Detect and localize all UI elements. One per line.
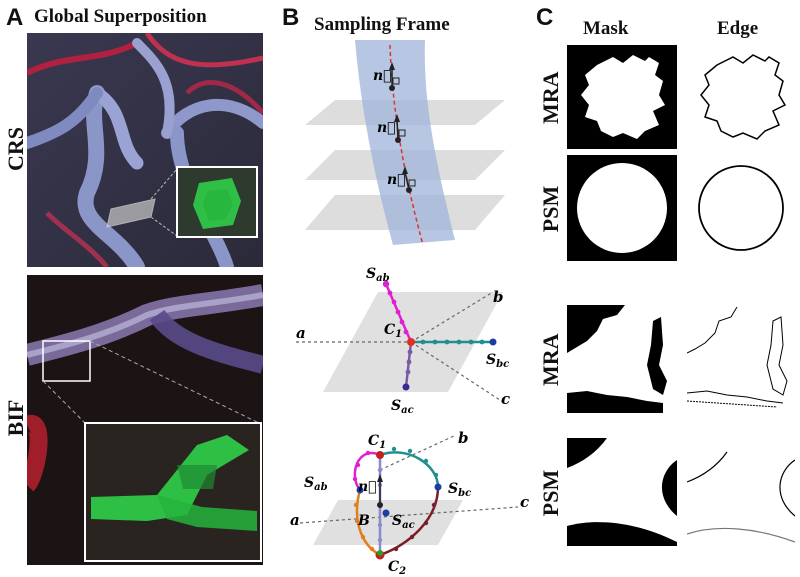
label-c2-sub-bottom: 2	[398, 566, 406, 575]
crs-psm-mask-image	[567, 155, 677, 261]
panel-a-letter: A	[6, 4, 24, 31]
panel-a-row-label-bif: BIF	[3, 399, 28, 437]
bif-psm-mask-image	[567, 438, 677, 546]
crs-mra-mask-image	[567, 45, 677, 149]
bif-mra-mask-image	[567, 305, 677, 413]
col-header-edge: Edge	[717, 18, 759, 39]
label-s-bc-sub-mid: bc	[496, 359, 509, 370]
label-B-bottom: B	[357, 513, 370, 529]
label-s-ab-bottom: S	[304, 475, 314, 491]
junction-centerline-diagram: a b c Sab Sbc Sac C1	[296, 266, 510, 416]
label-c1-sub-mid: 1	[395, 329, 402, 340]
label-s-ab-mid: S	[366, 266, 376, 282]
panel-c-row-label-mra-1: MRA	[538, 71, 563, 124]
svg-text:Sbc: Sbc	[486, 352, 509, 370]
label-c-mid: c	[501, 390, 510, 408]
label-c1-bottom: C	[368, 433, 379, 449]
panel-c-letter: C	[536, 4, 554, 31]
label-c2-bottom: C	[388, 559, 399, 575]
svg-text:C1: C1	[368, 433, 386, 451]
label-s-ac-bottom: S	[392, 513, 402, 529]
label-c1-mid: C	[384, 322, 395, 338]
label-s-ab-sub-bottom: ab	[314, 482, 327, 493]
panel-b-letter: B	[282, 4, 300, 31]
label-c-bottom: c	[520, 493, 529, 511]
label-b-bottom: b	[458, 429, 469, 447]
label-s-ac-mid: S	[391, 398, 401, 414]
bif-mra-edge-image	[687, 305, 795, 413]
bifurcation-loop-diagram: n⃗ B a b c C1 C2 Sab Sbc Sac	[290, 429, 529, 575]
vector-n-label-3: n⃗	[387, 172, 406, 188]
panel-a-row-label-crs: CRS	[3, 126, 28, 171]
panel-c-row-label-psm-1: PSM	[538, 185, 563, 233]
svg-text:Sab: Sab	[304, 475, 328, 493]
svg-text:Sab: Sab	[366, 266, 390, 284]
panel-a-title: Global Superposition	[34, 6, 207, 27]
label-c1-sub-bottom: 1	[379, 440, 386, 451]
crs-vessel-image	[27, 33, 263, 267]
svg-text:C2: C2	[388, 559, 406, 575]
panel-b-title: Sampling Frame	[314, 14, 450, 35]
svg-text:C1: C1	[384, 322, 402, 340]
label-b-mid: b	[493, 288, 504, 306]
label-a-mid: a	[296, 324, 306, 342]
svg-text:Sac: Sac	[392, 513, 415, 531]
label-n-bottom: n⃗	[358, 479, 377, 495]
panel-c-row-label-psm-2: PSM	[538, 469, 563, 517]
vector-n-label-1: n⃗	[373, 68, 392, 84]
label-s-bc-bottom: S	[448, 481, 458, 497]
bif-vessel-image	[27, 275, 263, 565]
crs-mra-edge-image	[687, 45, 795, 149]
label-a-bottom: a	[290, 511, 300, 529]
label-s-bc-mid: S	[486, 352, 496, 368]
col-header-mask: Mask	[583, 18, 629, 39]
label-s-ac-sub-bottom: ac	[402, 520, 415, 531]
panel-c-row-label-mra-2: MRA	[538, 333, 563, 386]
crs-psm-edge-image	[687, 155, 795, 261]
vector-n-label-2: n⃗	[377, 120, 396, 136]
label-s-ab-sub-mid: ab	[376, 273, 389, 284]
sampling-frame-vessel-diagram: n⃗ n⃗ n⃗	[305, 40, 505, 246]
label-s-bc-sub-bottom: bc	[458, 488, 471, 499]
label-s-ac-sub-mid: ac	[401, 405, 414, 416]
svg-text:Sac: Sac	[391, 398, 414, 416]
svg-text:Sbc: Sbc	[448, 481, 471, 499]
bif-psm-edge-image	[687, 438, 795, 546]
